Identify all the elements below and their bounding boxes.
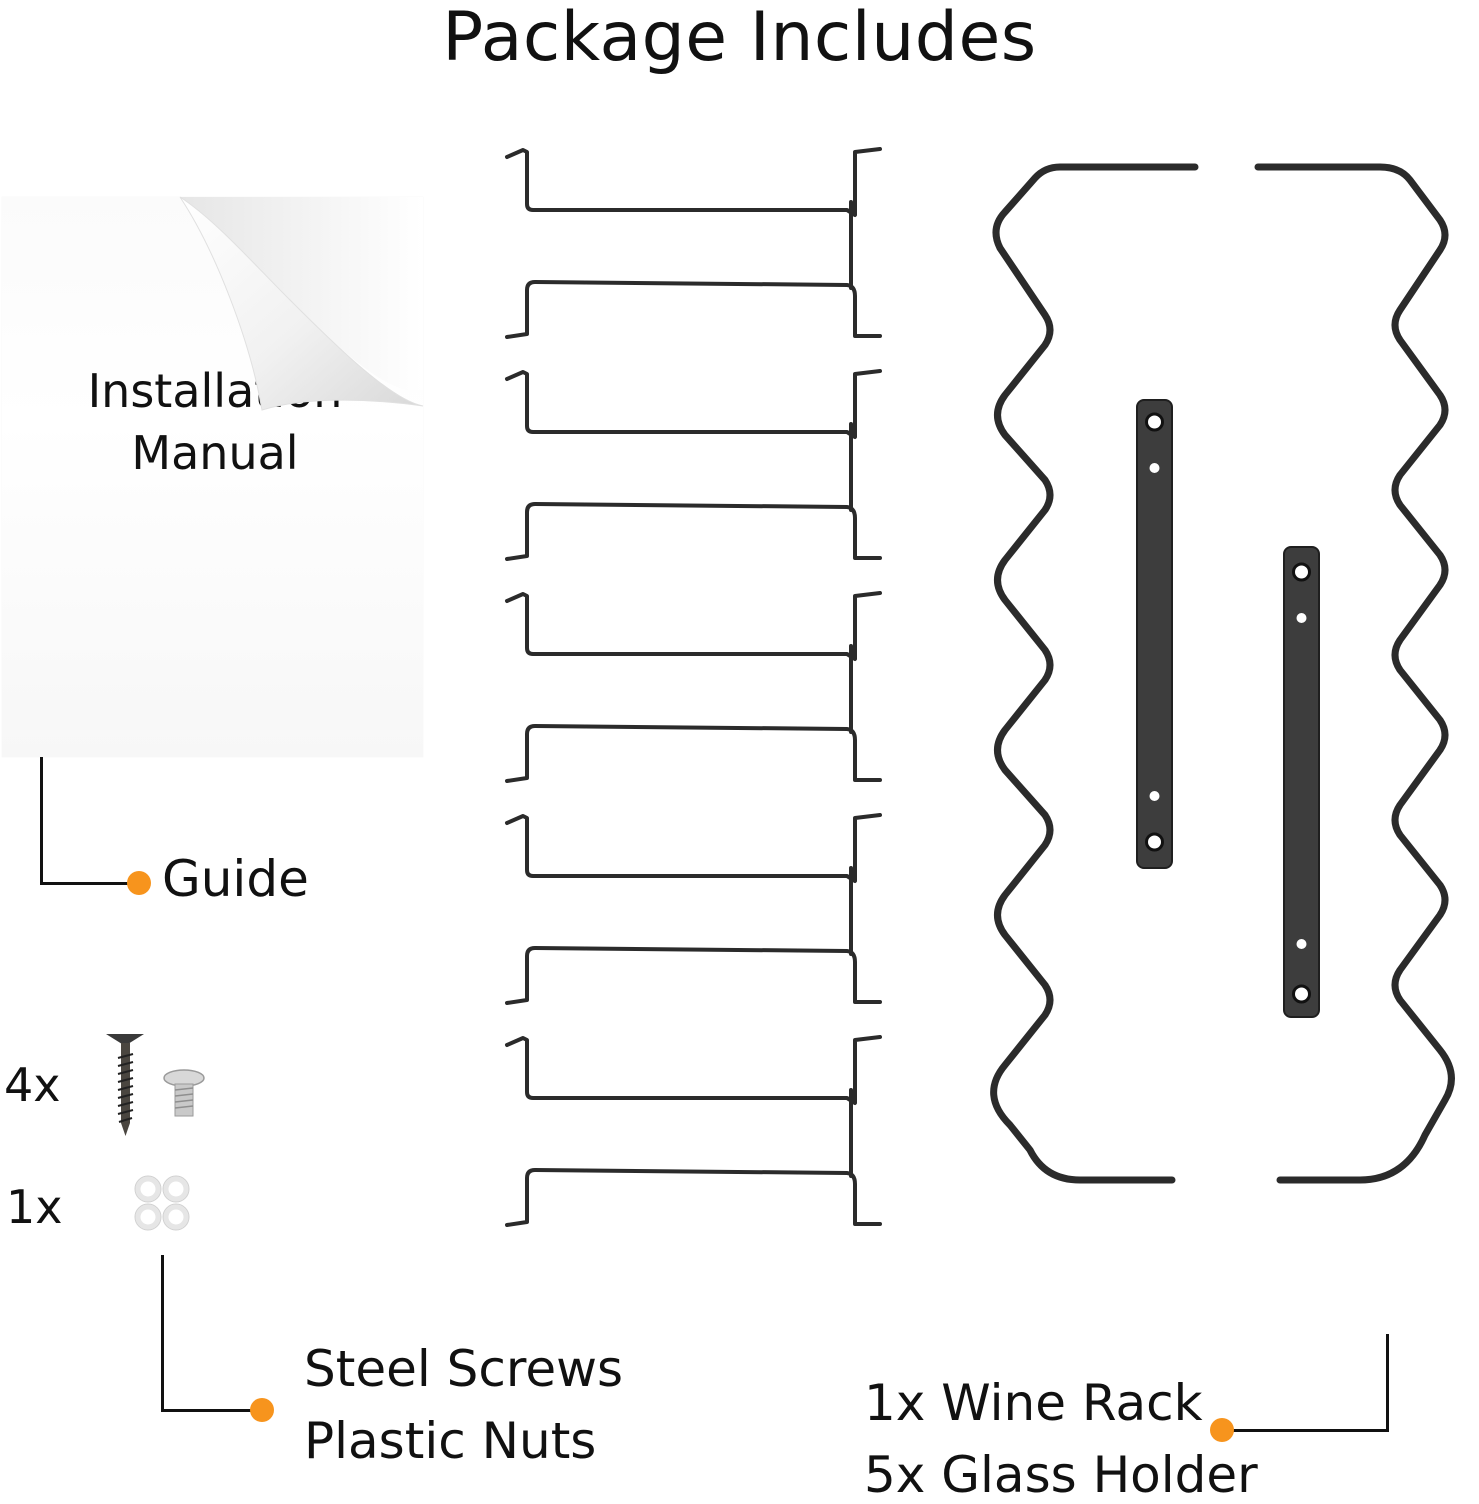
glass-holder-label: 5x Glass Holder — [864, 1446, 1258, 1504]
rack-bullet — [1210, 1418, 1234, 1442]
rack-callout-line-vertical — [1386, 1334, 1389, 1432]
page-title: Package Includes — [442, 0, 1037, 77]
nuts-quantity: 1x — [6, 1180, 63, 1234]
plastic-nuts-icon — [134, 1175, 190, 1231]
glass-holder-5 — [505, 1035, 882, 1227]
hardware-callout-line-horizontal — [161, 1409, 261, 1412]
guide-callout-line-horizontal — [40, 882, 138, 885]
wood-screw-icon — [106, 1034, 144, 1136]
glass-holder-4 — [505, 813, 882, 1005]
hardware-callout-line-vertical — [161, 1255, 164, 1412]
wine-rack-illustration — [990, 163, 1455, 1184]
wine-rack-left-side — [990, 163, 1199, 1184]
rack-callout-line-horizontal — [1222, 1429, 1389, 1432]
guide-label: Guide — [162, 850, 309, 908]
wine-rack-label: 1x Wine Rack — [864, 1374, 1203, 1432]
machine-screw-icon — [163, 1069, 205, 1117]
glass-holder-3 — [505, 591, 882, 783]
page-curl-icon — [179, 196, 424, 411]
glass-holder-1 — [505, 147, 882, 339]
wine-rack-right-side — [1254, 163, 1455, 1184]
glass-holder-2 — [505, 369, 882, 561]
plastic-nuts-label: Plastic Nuts — [304, 1412, 597, 1470]
manual-title-line2: Manual — [131, 426, 299, 480]
wine-rack-bracket-right — [1283, 546, 1320, 1018]
steel-screws-label: Steel Screws — [304, 1340, 624, 1398]
guide-callout-line-vertical — [40, 757, 43, 884]
wine-rack-bracket-left — [1136, 399, 1173, 869]
guide-bullet — [127, 871, 151, 895]
screws-quantity: 4x — [4, 1058, 61, 1112]
hardware-bullet — [250, 1398, 274, 1422]
glass-holders-illustration — [505, 147, 882, 1227]
